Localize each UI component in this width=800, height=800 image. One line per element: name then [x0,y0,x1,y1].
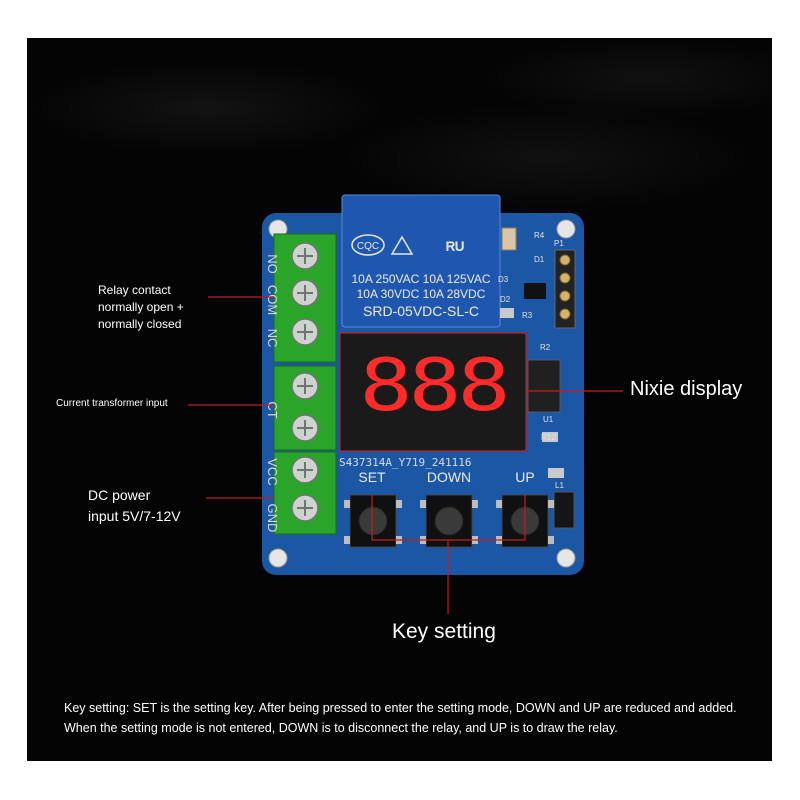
smd-resistor [542,432,558,442]
button-leg [420,500,426,508]
terminal-screws [291,242,319,522]
comp-label-r2: R2 [540,343,551,352]
comp-label-r12: R12 [541,433,556,442]
relay-rating-1: 10A 250VAC 10A 125VAC [352,272,491,286]
terminal-label-vcc: VCC [265,458,280,485]
button-leg [472,500,478,508]
set-button[interactable] [349,494,397,548]
button-label-set: SET [358,469,386,485]
pin-header [554,249,576,329]
comp-label-d3: D3 [498,275,509,284]
crystal [553,491,575,529]
comp-label-d2: D2 [500,295,511,304]
ul-mark-icon: ᴿᵁ [446,239,464,261]
callout-lines [188,296,623,614]
transistor [524,283,546,299]
terminal-label-ct: CT [265,401,280,418]
comp-label-d1: D1 [534,255,545,264]
caption: Key setting: SET is the setting key. Aft… [64,701,737,735]
header-pin [559,308,571,320]
button-leg [344,536,350,544]
terminal-label-no: NO [265,254,280,274]
callout-box-display [339,332,527,452]
mounting-hole [556,548,576,568]
button-leg [344,500,350,508]
comp-label-r4: R4 [534,231,545,240]
display-digits: 888 [360,343,507,427]
callout-key-setting: Key setting [392,620,496,643]
callout-current-transformer: Current transformer input [56,398,168,409]
warning-triangle-icon [390,235,414,255]
comp-label-l1: L1 [555,481,564,490]
button-leg [548,536,554,544]
relay-rating-2: 10A 30VDC 10A 28VDC [357,287,486,301]
callout-dc-power: DC power input 5V/7-12V [88,487,181,524]
comp-label-p1: P1 [554,239,564,248]
display-part-number: S437314A_Y719_241116 [339,456,471,469]
comp-label-r3: R3 [522,311,533,320]
voltage-regulator [527,359,561,413]
button-leg [396,500,402,508]
button-leg [496,500,502,508]
mounting-hole [268,548,288,568]
callout-nixie-display: Nixie display [630,378,743,400]
relay-cert-text: CQC [357,241,379,252]
smd-resistor [548,468,564,478]
header-pin [559,290,571,302]
header-pin [559,254,571,266]
header-pin [559,272,571,284]
relay-model: SRD-05VDC-SL-C [363,303,479,319]
terminal-label-nc: NC [265,329,280,348]
callout-relay-contact: Relay contact normally open + normally c… [98,283,184,331]
button-leg [548,500,554,508]
header-pins [559,254,571,320]
terminal-label-com: COM [265,285,280,315]
cqc-mark-icon [351,234,385,256]
button-label-up: UP [515,469,534,485]
diode [501,227,517,251]
mounting-hole [556,219,576,239]
terminal-labels: NO COM NC CT VCC GND [265,254,280,532]
down-button[interactable] [425,494,473,548]
button-label-down: DOWN [427,469,471,485]
terminal-label-gnd: GND [265,504,280,533]
relay [341,194,501,328]
smd-resistor [500,308,514,318]
component-labels: D3 D1 R4 P1 D2 R3 R2 R12 U1 L1 [498,231,564,490]
comp-label-u1: U1 [543,415,554,424]
